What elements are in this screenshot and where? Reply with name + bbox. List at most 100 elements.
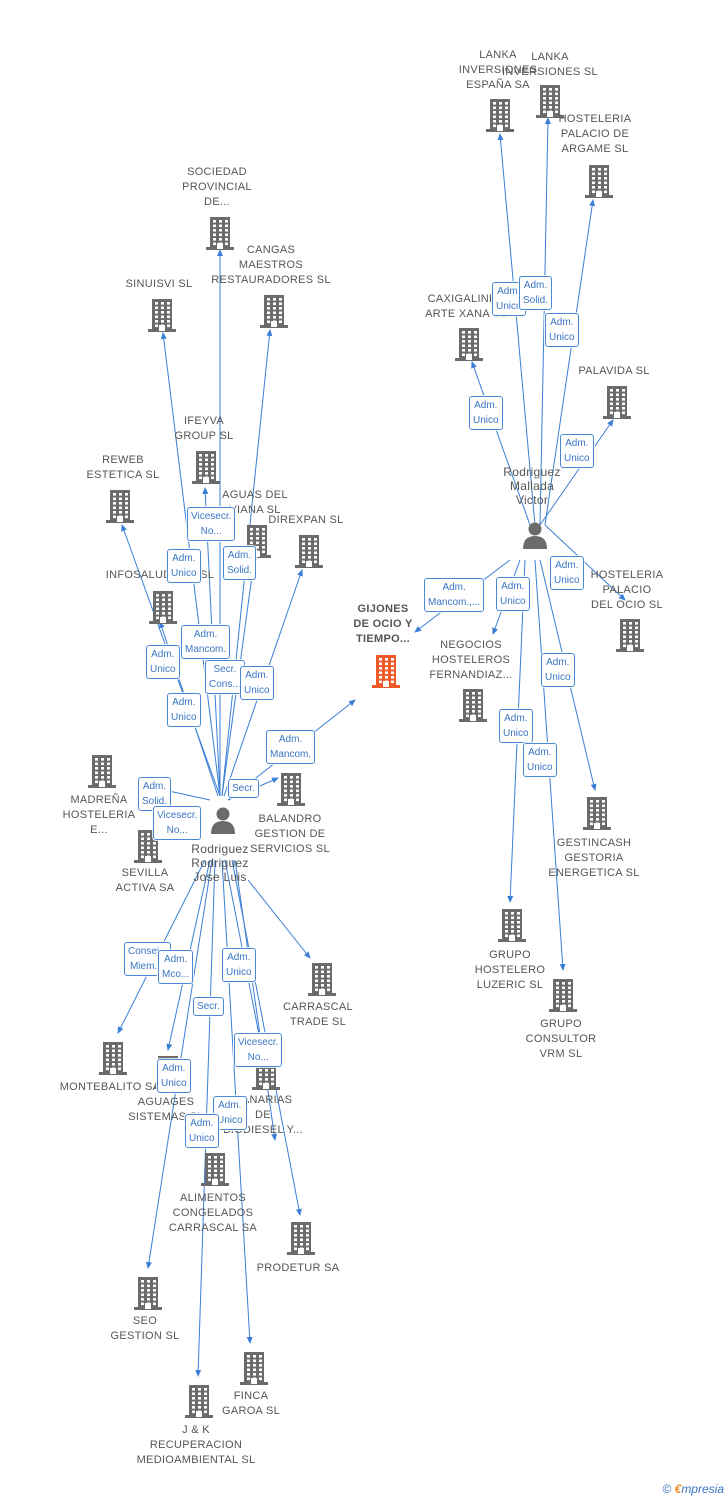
role-badge[interactable]: Adm. Unico bbox=[167, 693, 201, 727]
person-icon bbox=[523, 522, 547, 549]
focus-company-label: GIJONES DE OCIO Y TIEMPO... bbox=[353, 603, 413, 645]
company-node-ifeyva[interactable] bbox=[191, 450, 221, 484]
relationship-edge bbox=[497, 133, 536, 526]
building-icon bbox=[149, 591, 177, 624]
company-node-vrm[interactable] bbox=[548, 978, 578, 1012]
company-label: DIREXPAN SL bbox=[268, 514, 344, 526]
person-icon bbox=[211, 807, 235, 834]
role-badge[interactable]: Adm. Solid. bbox=[519, 276, 553, 310]
relationship-edge bbox=[539, 117, 551, 526]
company-node-alimentos[interactable] bbox=[200, 1152, 230, 1186]
role-badge[interactable]: Adm. Mancom. bbox=[181, 625, 231, 659]
company-node-madrena[interactable] bbox=[87, 754, 117, 788]
relationship-edge bbox=[544, 524, 626, 601]
company-label: MADREÑA HOSTELERIA E... bbox=[62, 794, 136, 836]
role-badge[interactable]: Adm. Unico bbox=[157, 1059, 191, 1093]
building-icon bbox=[459, 689, 487, 722]
person-node-p1[interactable] bbox=[209, 806, 237, 839]
role-badge[interactable]: Adm. Mco... bbox=[158, 950, 194, 984]
building-icon bbox=[372, 655, 400, 688]
company-node-negocios[interactable] bbox=[458, 688, 488, 722]
building-icon bbox=[536, 85, 564, 118]
company-node-palavida[interactable] bbox=[602, 385, 632, 419]
company-node-sinuisvi[interactable] bbox=[147, 298, 177, 332]
company-label: NEGOCIOS HOSTELEROS FERNANDIAZ... bbox=[429, 639, 513, 681]
role-badge[interactable]: Secr. bbox=[193, 997, 224, 1016]
company-node-cangas[interactable] bbox=[259, 294, 289, 328]
building-icon bbox=[240, 1352, 268, 1385]
role-badge[interactable]: Adm. Unico bbox=[523, 743, 557, 777]
role-badge[interactable]: Adm. Unico bbox=[213, 1096, 247, 1130]
company-label: SOCIEDAD PROVINCIAL DE... bbox=[182, 166, 252, 208]
person-node-p2[interactable] bbox=[521, 521, 549, 554]
building-icon bbox=[88, 755, 116, 788]
role-badge[interactable]: Adm. Unico bbox=[541, 653, 575, 687]
company-node-luzeric[interactable] bbox=[497, 908, 527, 942]
company-node-reweb[interactable] bbox=[105, 489, 135, 523]
building-icon bbox=[455, 328, 483, 361]
role-badge[interactable]: Vicesecr. No... bbox=[153, 806, 202, 840]
company-label: LANKA INVERSIONES SL bbox=[502, 51, 598, 78]
company-node-montebalito[interactable] bbox=[98, 1041, 128, 1075]
building-icon bbox=[287, 1222, 315, 1255]
building-icon bbox=[583, 797, 611, 830]
company-node-caxigalines[interactable] bbox=[454, 327, 484, 361]
role-badge[interactable]: Adm. Mancom. bbox=[266, 730, 316, 764]
company-node-balandro[interactable] bbox=[276, 772, 306, 806]
company-label: MONTEBALITO SA bbox=[59, 1081, 161, 1093]
company-node-direxpan[interactable] bbox=[294, 534, 324, 568]
building-icon bbox=[201, 1153, 229, 1186]
relationship-edge bbox=[544, 199, 596, 526]
company-node-carrascal-trade[interactable] bbox=[307, 962, 337, 996]
building-icon bbox=[106, 490, 134, 523]
building-icon bbox=[148, 299, 176, 332]
role-badge[interactable]: Adm. Unico bbox=[185, 1114, 219, 1148]
role-badge[interactable]: Secr. Cons... bbox=[205, 660, 245, 694]
company-node-sociedad[interactable] bbox=[205, 216, 235, 250]
role-badge[interactable]: Secr. bbox=[228, 779, 259, 798]
company-node-gestincash[interactable] bbox=[582, 796, 612, 830]
building-icon bbox=[99, 1042, 127, 1075]
building-icon bbox=[486, 99, 514, 132]
company-node-seo[interactable] bbox=[133, 1276, 163, 1310]
role-badge[interactable]: Adm. Unico bbox=[167, 549, 201, 583]
role-badge[interactable]: Adm. Unico bbox=[560, 434, 594, 468]
company-node-lanka-inv[interactable] bbox=[535, 84, 565, 118]
role-badge[interactable]: Adm. Unico bbox=[222, 948, 256, 982]
role-badge[interactable]: Adm. Unico bbox=[550, 556, 584, 590]
role-badge[interactable]: Adm. Unico bbox=[496, 577, 530, 611]
company-label: LANKA INVERSIONES ESPAÑA SA bbox=[458, 49, 538, 91]
company-node-jk[interactable] bbox=[184, 1384, 214, 1418]
building-icon bbox=[277, 773, 305, 806]
company-label: CANGAS MAESTROS RESTAURADORES SL bbox=[211, 244, 331, 286]
company-label: HOSTELERIA PALACIO DE ARGAME SL bbox=[558, 113, 632, 155]
role-badge[interactable]: Adm. Unico bbox=[240, 666, 274, 700]
role-badge[interactable]: Vicesecr. No... bbox=[187, 507, 236, 541]
company-node-lanka-espana[interactable] bbox=[485, 98, 515, 132]
role-badge[interactable]: Adm. Unico bbox=[545, 313, 579, 347]
building-icon bbox=[603, 386, 631, 419]
role-badge[interactable]: Vicesecr. No... bbox=[234, 1033, 283, 1067]
company-label: PRODETUR SA bbox=[256, 1262, 340, 1274]
company-node-infosalud[interactable] bbox=[148, 590, 178, 624]
role-badge[interactable]: Adm. Mancom.,... bbox=[424, 578, 485, 612]
building-icon bbox=[308, 963, 336, 996]
company-node-palacio-argame[interactable] bbox=[584, 164, 614, 198]
company-node-prodetur[interactable] bbox=[286, 1221, 316, 1255]
company-node-hosteleria-ocio[interactable] bbox=[615, 618, 645, 652]
company-label: REWEB ESTETICA SL bbox=[86, 454, 160, 481]
company-label: CANARIAS DE BIODIESEL Y... bbox=[223, 1094, 303, 1136]
building-icon bbox=[185, 1385, 213, 1418]
role-badge[interactable]: Adm. Solid. bbox=[223, 546, 257, 580]
company-label: ALIMENTOS CONGELADOS CARRASCAL SA bbox=[168, 1192, 258, 1234]
company-label: INFOSALUDMED SL bbox=[105, 569, 215, 581]
focus-company-node[interactable] bbox=[371, 654, 401, 688]
role-badge[interactable]: Adm. Unico bbox=[499, 709, 533, 743]
role-badge[interactable]: Adm. Unico bbox=[146, 645, 180, 679]
company-label: HOSTELERIA PALACIO DEL OCIO SL bbox=[590, 569, 664, 611]
brand-initial: € bbox=[674, 1482, 682, 1496]
person-label: Rodriguez Rodriguez Jose Luis bbox=[191, 842, 249, 884]
company-node-finca[interactable] bbox=[239, 1351, 269, 1385]
role-badge[interactable]: Adm. Unico bbox=[469, 396, 503, 430]
